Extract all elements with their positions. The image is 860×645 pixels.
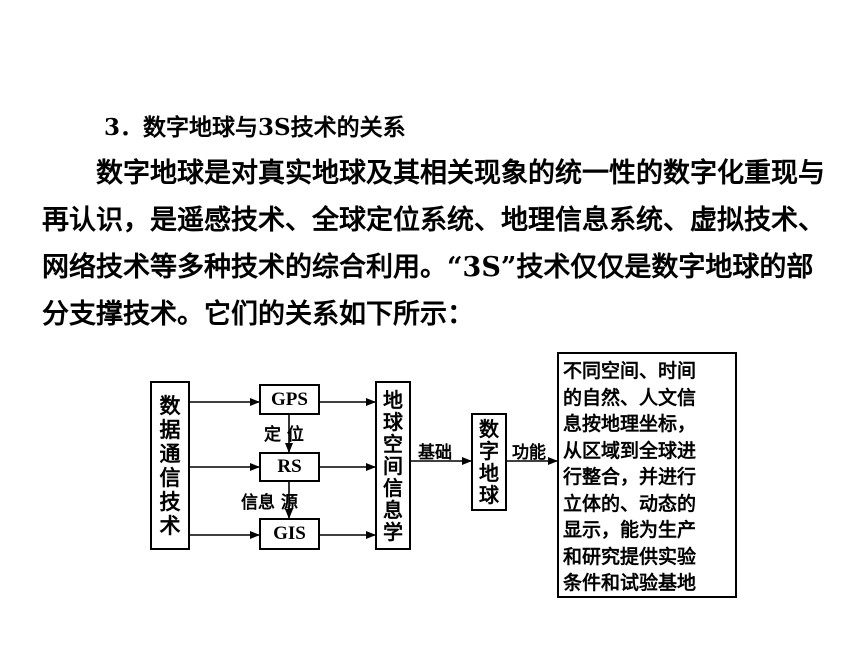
info-source-label: 信息 源 [241, 493, 298, 513]
data-comm-char: 据 [159, 416, 181, 442]
gis-box: GIS [259, 518, 320, 550]
description-line: 的自然、人文信 [563, 386, 697, 409]
section-heading: 3．数字地球与3S技术的关系 [104, 114, 406, 141]
description-line: 和研究提供实验 [563, 545, 697, 568]
digital-earth-box: 数 字 地 球 [471, 413, 507, 511]
description-line: 行整合，并进行 [563, 466, 697, 488]
digital-earth-description-box: 不同空间、时间 的自然、人文信 息按地理坐标， 从区域到全球进 行整合，并进行 … [557, 352, 737, 598]
data-comm-char: 技 [159, 488, 181, 514]
rs-box: RS [259, 452, 320, 482]
geo-info-char: 球 [383, 409, 403, 434]
geo-info-char: 地 [383, 387, 403, 412]
gps-box: GPS [259, 384, 320, 415]
digital-earth-char: 字 [479, 439, 499, 463]
description-line: 条件和试验基地 [563, 572, 697, 594]
description-line: 不同空间、时间 [563, 360, 697, 382]
geo-info-char: 间 [383, 453, 403, 478]
data-comm-char: 通 [159, 440, 181, 466]
data-communication-box: 数 据 通 信 技 术 [150, 381, 190, 550]
digital-earth-char: 地 [479, 461, 499, 485]
body-paragraph-text: 数字地球是对真实地球及其相关现象的统一性的数字化重现与再认识，是遥感技术、全球定… [42, 158, 825, 330]
geo-info-char: 息 [383, 497, 403, 522]
data-comm-char: 数 [159, 392, 181, 418]
geo-info-char: 信 [383, 475, 403, 500]
description-line: 显示，能为生产 [563, 519, 697, 541]
body-paragraph: 数字地球是对真实地球及其相关现象的统一性的数字化重现与再认识，是遥感技术、全球定… [42, 150, 832, 338]
digital-earth-char: 球 [479, 483, 499, 507]
geo-info-science-box: 地 球 空 间 信 息 学 [375, 381, 411, 550]
data-comm-char: 信 [159, 464, 181, 490]
description-line: 从区域到全球进 [563, 439, 697, 462]
description-line: 立体的、动态的 [563, 492, 697, 515]
description-line: 息按地理坐标， [563, 413, 697, 435]
geo-info-char: 学 [383, 519, 403, 544]
data-comm-char: 术 [159, 512, 181, 538]
basis-label: 基础 [418, 443, 452, 463]
function-label: 功能 [512, 443, 546, 463]
geo-info-char: 空 [383, 431, 403, 456]
positioning-label: 定 位 [264, 425, 304, 445]
digital-earth-char: 数 [479, 417, 499, 441]
